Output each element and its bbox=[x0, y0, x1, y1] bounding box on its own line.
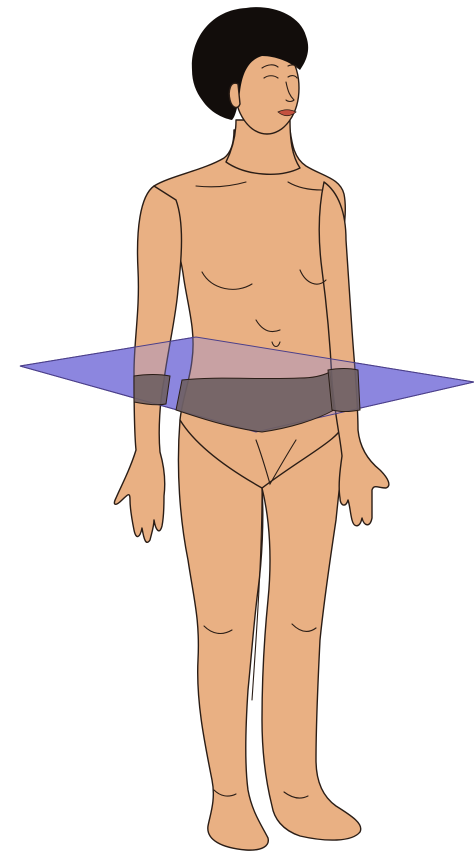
plane-intersection-right-arm bbox=[328, 369, 360, 412]
plane-intersection-left-arm bbox=[134, 375, 170, 405]
ear bbox=[229, 83, 240, 107]
